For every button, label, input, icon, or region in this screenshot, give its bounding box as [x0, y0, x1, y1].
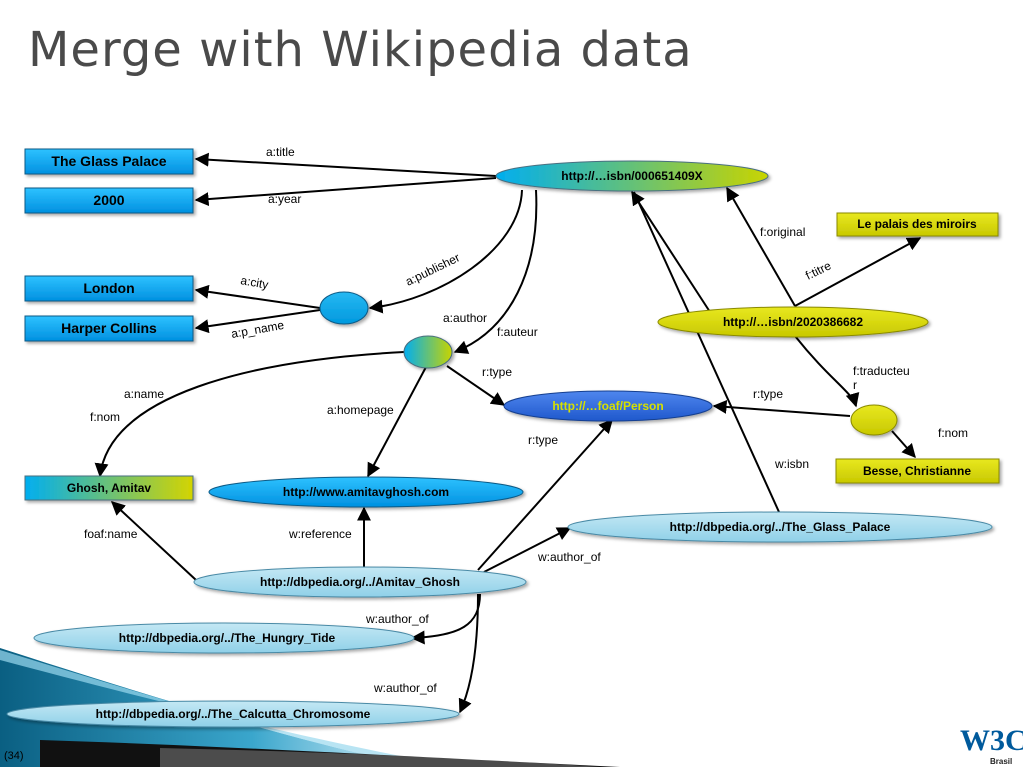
edge-foaf-name: [110, 501, 197, 581]
edge-r-type-1: [446, 365, 506, 406]
edge-a-author: [453, 189, 538, 354]
page-number: (34): [4, 750, 24, 762]
edge-label-a-name: a:name: [124, 387, 164, 401]
edge-label-r-type-2: r:type: [753, 387, 783, 401]
w3c-logo-text: W3C: [960, 724, 1023, 757]
edge-f-nom-2: [891, 430, 916, 459]
edge-label-f-nom-2: f:nom: [938, 426, 968, 440]
edge-label-foaf-name: foaf:name: [84, 527, 138, 541]
edge-isbn-link: [631, 190, 711, 313]
node-label-harper-collins: Harper Collins: [61, 320, 157, 336]
node-amitavghosh-homepage: http://www.amitavghosh.com: [208, 476, 524, 508]
node-dbpedia-amitav-ghosh: http://dbpedia.org/../Amitav_Ghosh: [193, 566, 527, 598]
node-label-isbn-000651409x: http://…isbn/000651409X: [561, 169, 702, 183]
node-2000: 2000: [24, 187, 194, 214]
edge-label-f-nom-1: f:nom: [90, 410, 120, 424]
edge-f-traducteur: [794, 335, 860, 408]
node-label-ghosh-amitav: Ghosh, Amitav: [67, 481, 152, 495]
node-isbn-000651409x: http://…isbn/000651409X: [495, 160, 769, 192]
edge-a-title: [194, 152, 497, 177]
edge-r-type-3: [477, 418, 613, 571]
edges: [94, 152, 922, 714]
node-label-dbpedia-calcutta: http://dbpedia.org/../The_Calcutta_Chrom…: [96, 707, 371, 721]
edge-w-author-of-1: [483, 527, 572, 573]
edge-a-homepage: [367, 366, 427, 478]
node-dbpedia-glass-palace: http://dbpedia.org/../The_Glass_Palace: [567, 511, 993, 543]
decorative-swoosh: [0, 648, 620, 767]
edge-a-name: [94, 351, 405, 478]
node-besse-christianne: Besse, Christianne: [835, 458, 1000, 484]
edge-label-a-title: a:title: [266, 145, 295, 159]
edge-label-a-year: a:year: [268, 192, 301, 206]
edge-w-author-of-3: [458, 593, 479, 714]
edge-label-f-traducteur-2: r: [853, 378, 857, 392]
node-label-isbn-2020386682: http://…isbn/2020386682: [723, 315, 863, 329]
node-blank-translator: [850, 404, 898, 436]
edge-f-titre: [794, 237, 922, 307]
edge-label-w-author-of-2: w:author_of: [365, 612, 429, 626]
edge-labels: a:title a:year a:publisher a:city a:p_na…: [84, 145, 968, 695]
node-the-glass-palace: The Glass Palace: [24, 148, 194, 175]
node-label-besse: Besse, Christianne: [863, 464, 971, 478]
edge-label-r-type-1: r:type: [482, 365, 512, 379]
node-dbpedia-hungry-tide: http://dbpedia.org/../The_Hungry_Tide: [33, 622, 415, 654]
edge-a-p-name: [194, 309, 321, 334]
node-label-le-palais: Le palais des miroirs: [857, 217, 977, 231]
node-label-london: London: [83, 280, 134, 296]
edge-label-w-reference: w:reference: [288, 527, 352, 541]
node-blank-publisher: [319, 291, 369, 325]
node-le-palais-des-miroirs: Le palais des miroirs: [836, 212, 999, 237]
node-foaf-person: http://…foaf/Person: [503, 390, 713, 422]
slide-title: Merge with Wikipedia data: [28, 22, 693, 78]
edge-w-isbn: [633, 191, 780, 513]
node-blank-author: [403, 335, 453, 369]
edge-label-f-auteur: f:auteur: [497, 325, 538, 339]
edge-label-f-original: f:original: [760, 225, 805, 239]
edge-f-original: [726, 186, 796, 307]
nodes: The Glass Palace 2000 London Harper Coll…: [6, 148, 1000, 728]
edge-label-a-city: a:city: [239, 273, 269, 292]
edge-label-a-homepage: a:homepage: [327, 403, 394, 417]
edge-w-author-of-2: [410, 593, 481, 645]
edge-r-type-2: [712, 399, 851, 417]
node-label-the-glass-palace: The Glass Palace: [51, 153, 166, 169]
node-label-dbpedia-glass-palace: http://dbpedia.org/../The_Glass_Palace: [670, 520, 891, 534]
w3c-logo: W3C Brasil: [960, 724, 1023, 766]
edge-a-year: [194, 177, 497, 207]
edge-a-city: [194, 284, 321, 309]
edge-label-w-isbn: w:isbn: [774, 457, 809, 471]
node-ghosh-amitav: Ghosh, Amitav: [24, 475, 194, 501]
node-label-2000: 2000: [93, 192, 124, 208]
node-isbn-2020386682: http://…isbn/2020386682: [657, 306, 929, 338]
edge-a-publisher: [368, 189, 523, 314]
node-london: London: [24, 275, 194, 302]
edge-label-f-traducteur-1: f:traducteu: [853, 364, 910, 378]
node-label-foaf-person: http://…foaf/Person: [552, 399, 663, 413]
edge-label-a-author: a:author: [443, 311, 487, 325]
w3c-logo-sub: Brasil: [990, 757, 1012, 766]
node-label-amitavghosh-com: http://www.amitavghosh.com: [283, 485, 449, 499]
edge-label-f-titre: f:titre: [803, 258, 833, 282]
node-harper-collins: Harper Collins: [24, 315, 194, 342]
edge-label-w-author-of-1: w:author_of: [537, 550, 601, 564]
edge-label-w-author-of-3: w:author_of: [373, 681, 437, 695]
node-label-dbpedia-amitav: http://dbpedia.org/../Amitav_Ghosh: [260, 575, 460, 589]
edge-label-r-type-3: r:type: [528, 433, 558, 447]
node-label-dbpedia-hungry-tide: http://dbpedia.org/../The_Hungry_Tide: [119, 631, 336, 645]
edge-label-a-publisher: a:publisher: [403, 250, 462, 288]
node-dbpedia-calcutta-chromosome: http://dbpedia.org/../The_Calcutta_Chrom…: [6, 700, 460, 728]
